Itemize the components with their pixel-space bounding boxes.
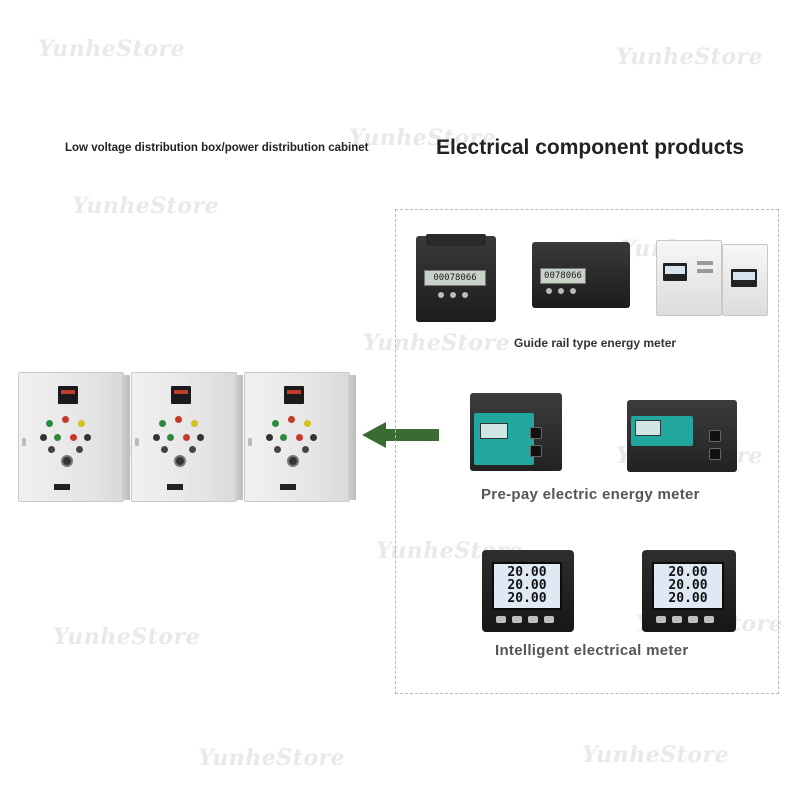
distribution-cabinet-icon [244,372,356,504]
watermark: YunheStore [198,745,346,771]
meter-reading: 20.00 [668,565,708,580]
watermark: YunheStore [53,624,201,650]
products-title: Electrical component products [436,136,745,159]
product-panel [395,209,779,694]
panel-meter-icon: 20.00 20.00 20.00 [482,550,574,632]
cabinet-title: Low voltage distribution box/power distr… [65,142,369,154]
energy-meter-icon: 00078066 [416,234,496,322]
watermark: YunheStore [582,742,730,768]
panel-meter-icon: 20.00 20.00 20.00 [642,550,736,632]
prepay-meter-icon [627,400,737,472]
meter-reading: 20.00 [507,591,547,606]
distribution-cabinet-icon [131,372,243,504]
energy-meter-icon [656,240,722,316]
meter-reading: 20.00 [668,578,708,593]
meter-reading: 20.00 [668,591,708,606]
meter-reading: 20.00 [507,565,547,580]
section-label-intelligent: Intelligent electrical meter [495,642,689,659]
watermark: YunheStore [72,193,220,219]
section-label-rail: Guide rail type energy meter [514,336,677,350]
energy-meter-icon: 0078066 [532,242,630,308]
watermark: YunheStore [616,44,764,70]
prepay-meter-icon [470,393,562,471]
meter-reading: 20.00 [507,578,547,593]
section-label-prepay: Pre-pay electric energy meter [481,486,700,503]
meter-lcd: 0078066 [540,268,586,284]
energy-meter-icon [722,244,768,316]
distribution-cabinet-icon [18,372,130,504]
watermark: YunheStore [38,36,186,62]
meter-lcd: 00078066 [424,270,486,286]
